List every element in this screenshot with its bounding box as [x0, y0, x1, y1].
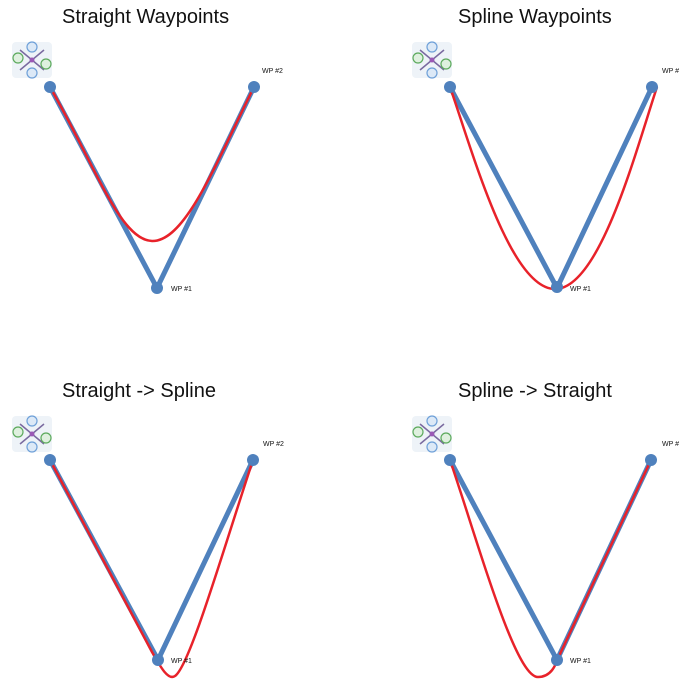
waypoint-2: [247, 454, 259, 466]
quadcopter-icon: [412, 415, 452, 453]
spline-path: [448, 86, 659, 291]
wp1-label: WP #1: [570, 658, 591, 665]
straight-path: [447, 458, 654, 663]
panel-title: Spline Waypoints: [458, 6, 612, 28]
quadcopter-icon: [412, 41, 452, 79]
waypoint-1: [551, 281, 563, 293]
panel-title: Spline -> Straight: [458, 380, 612, 402]
waypoint-start: [44, 81, 56, 93]
waypoint-2: [645, 454, 657, 466]
wp2-label: WP #: [662, 68, 679, 75]
panel-title: Straight Waypoints: [62, 6, 230, 28]
quadcopter-icon: [12, 41, 52, 79]
waypoint-2: [248, 81, 260, 93]
straight-path: [47, 85, 257, 291]
waypoint-1: [551, 654, 563, 666]
wp2-label: WP #: [662, 441, 679, 448]
spline-path: [48, 459, 255, 679]
wp1-label: WP #1: [570, 286, 591, 293]
straight-path: [447, 85, 655, 291]
path-diagram: [444, 454, 657, 679]
path-diagram: [444, 81, 659, 293]
wp1-label: WP #1: [171, 286, 192, 293]
panel-straight-to-spline: Straight -> Spline WP #1 WP #2: [0, 374, 340, 679]
wp1-label: WP #1: [171, 658, 192, 665]
wp2-label: WP #2: [263, 441, 284, 448]
waypoint-1: [152, 654, 164, 666]
path-diagram: [44, 454, 259, 679]
panel-spline-waypoints: Spline Waypoints WP #1 WP #: [400, 0, 681, 339]
quadcopter-icon: [12, 415, 52, 453]
waypoint-start: [444, 454, 456, 466]
panel-straight-waypoints: Straight Waypoints WP #1 WP #2: [0, 0, 340, 339]
waypoint-2: [646, 81, 658, 93]
panel-title: Straight -> Spline: [62, 380, 216, 402]
spline-path: [48, 86, 256, 243]
waypoint-start: [444, 81, 456, 93]
waypoint-1: [151, 282, 163, 294]
waypoint-start: [44, 454, 56, 466]
panel-spline-to-straight: Spline -> Straight WP #1 WP #: [400, 374, 681, 679]
straight-path: [47, 458, 256, 663]
path-diagram: [44, 81, 260, 294]
wp2-label: WP #2: [262, 68, 283, 75]
